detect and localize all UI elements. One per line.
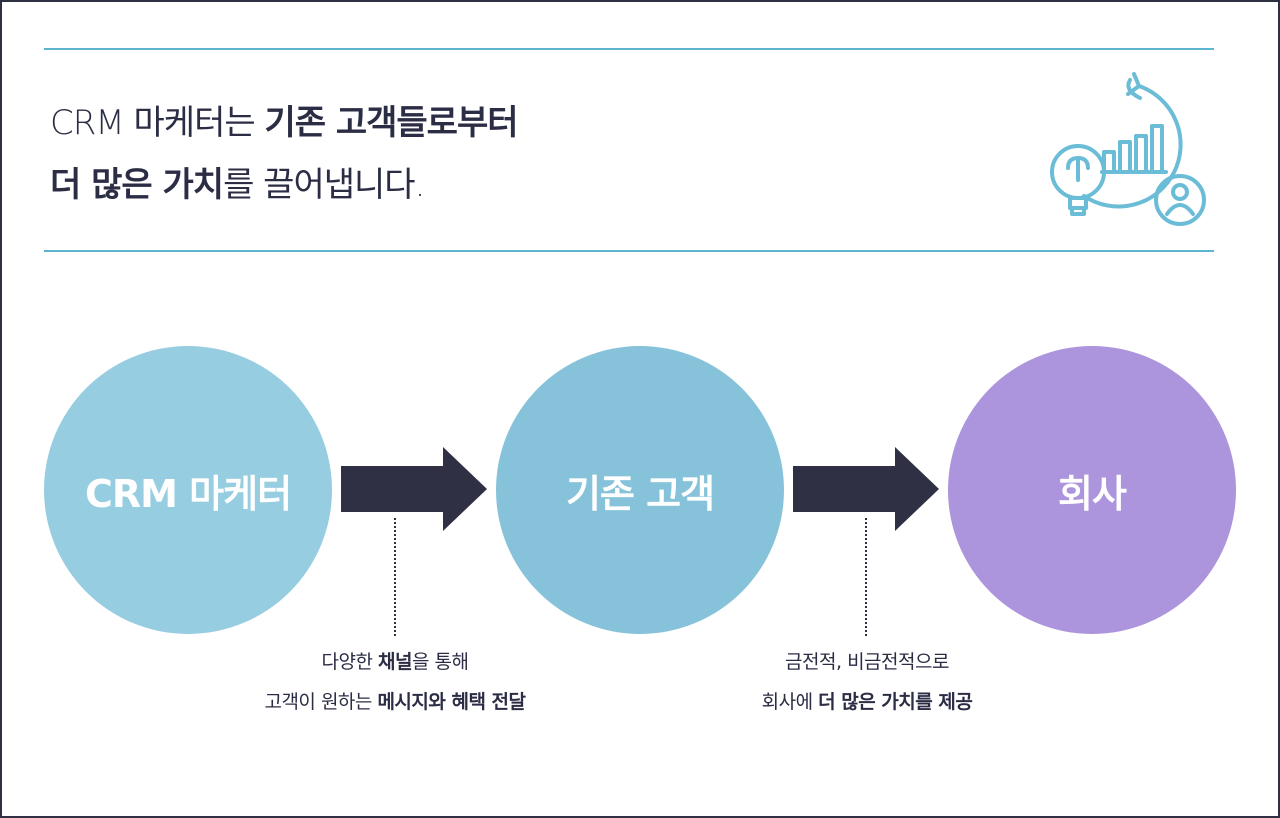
bottom-divider — [44, 250, 1214, 252]
headline-line-1-light: CRM 마케터는 — [50, 103, 265, 143]
caption-delivery-line-2: 고객이 원하는 메시지와 혜택 전달 — [214, 682, 576, 722]
growth-cycle-icon — [1050, 72, 1206, 226]
node-existing-customer: 기존 고객 — [496, 346, 784, 634]
node-company-label: 회사 — [1058, 471, 1127, 516]
node-company: 회사 — [948, 346, 1236, 634]
caption-value-line-2-bold: 더 많은 가치를 제공 — [818, 691, 973, 713]
node-crm-marketer-label: CRM 마케터 — [84, 471, 292, 516]
caption-delivery-line-2-bold: 메시지와 혜택 전달 — [377, 691, 526, 713]
caption-delivery-line-1-bold: 채널 — [378, 651, 412, 673]
dotted-connector-1 — [394, 518, 396, 636]
flow-arrow-1 — [341, 447, 487, 531]
node-existing-customer-label: 기존 고객 — [565, 471, 715, 516]
caption-value-line-2-light: 회사에 — [761, 691, 819, 713]
caption-value-line-2: 회사에 더 많은 가치를 제공 — [686, 682, 1048, 722]
caption-delivery: 다양한 채널을 통해 고객이 원하는 메시지와 혜택 전달 — [214, 642, 576, 722]
caption-value-line-1: 금전적, 비금전적으로 — [686, 642, 1048, 682]
headline-line-2-light: 를 끌어냅니다. — [223, 165, 425, 205]
headline-line-1-bold: 기존 고객들로부터 — [264, 103, 518, 143]
headline-line-2: 더 많은 가치를 끌어냅니다. — [50, 154, 518, 216]
node-crm-marketer: CRM 마케터 — [44, 346, 332, 634]
top-divider — [44, 48, 1214, 50]
caption-delivery-line-1-light: 다양한 — [321, 651, 379, 673]
caption-value: 금전적, 비금전적으로 회사에 더 많은 가치를 제공 — [686, 642, 1048, 722]
caption-delivery-line-1: 다양한 채널을 통해 — [214, 642, 576, 682]
caption-delivery-line-1-tail: 을 통해 — [411, 651, 469, 673]
caption-delivery-line-2-light: 고객이 원하는 — [264, 691, 378, 713]
dotted-connector-2 — [865, 518, 867, 636]
headline: CRM 마케터는 기존 고객들로부터 더 많은 가치를 끌어냅니다. — [50, 92, 519, 216]
flow-arrow-2 — [793, 447, 939, 531]
headline-line-1: CRM 마케터는 기존 고객들로부터 — [50, 92, 519, 154]
caption-value-line-1-light: 금전적, 비금전적으로 — [785, 651, 949, 673]
headline-line-2-bold: 더 많은 가치 — [50, 165, 224, 205]
